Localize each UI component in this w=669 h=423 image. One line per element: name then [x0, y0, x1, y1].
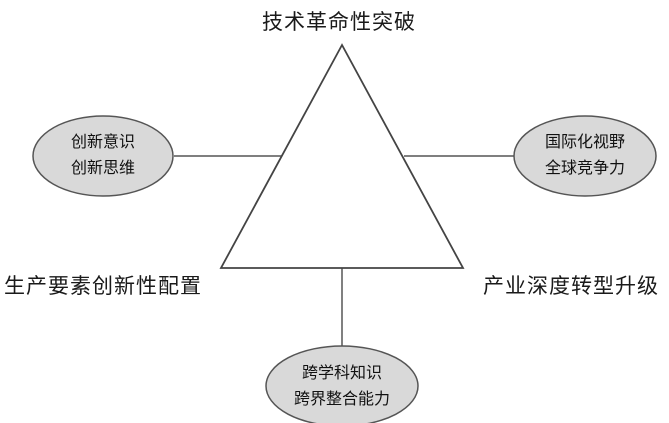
ellipse-left-line2: 创新思维: [70, 158, 135, 177]
ellipse-right-text: 国际化视野 全球竞争力: [525, 129, 645, 181]
ellipse-bottom-text: 跨学科知识 跨界整合能力: [277, 360, 407, 412]
top-label: 技术革命性突破: [262, 10, 416, 34]
ellipse-right-line1: 国际化视野: [544, 132, 625, 151]
left-label: 生产要素创新性配置: [4, 274, 202, 298]
ellipse-bottom-line1: 跨学科知识: [301, 363, 382, 382]
ellipse-right-line2: 全球竞争力: [544, 158, 625, 177]
ellipse-left: [32, 115, 174, 197]
ellipse-left-text: 创新意识 创新思维: [48, 129, 158, 181]
ellipse-bottom-line2: 跨界整合能力: [293, 389, 390, 408]
right-label: 产业深度转型升级: [483, 274, 659, 298]
ellipse-bottom: [265, 345, 419, 423]
ellipse-right: [513, 115, 657, 197]
central-triangle: [219, 43, 465, 269]
ellipse-left-line1: 创新意识: [70, 132, 135, 151]
